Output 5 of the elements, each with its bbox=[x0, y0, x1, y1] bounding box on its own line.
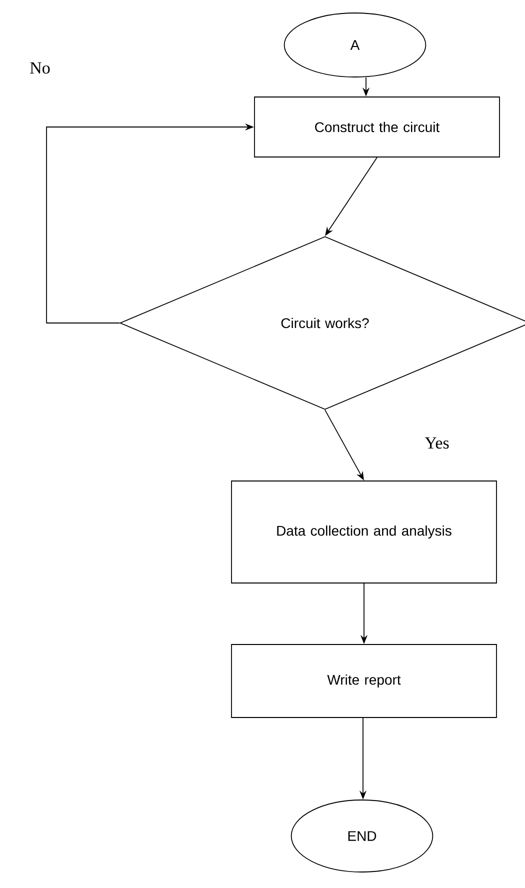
process-box: Data collection and analysis bbox=[231, 480, 497, 584]
process-box: Construct the circuit bbox=[254, 96, 500, 158]
process-box: Write report bbox=[231, 644, 497, 718]
edge-label: Yes bbox=[424, 436, 450, 450]
edge-label: No bbox=[28, 61, 52, 75]
